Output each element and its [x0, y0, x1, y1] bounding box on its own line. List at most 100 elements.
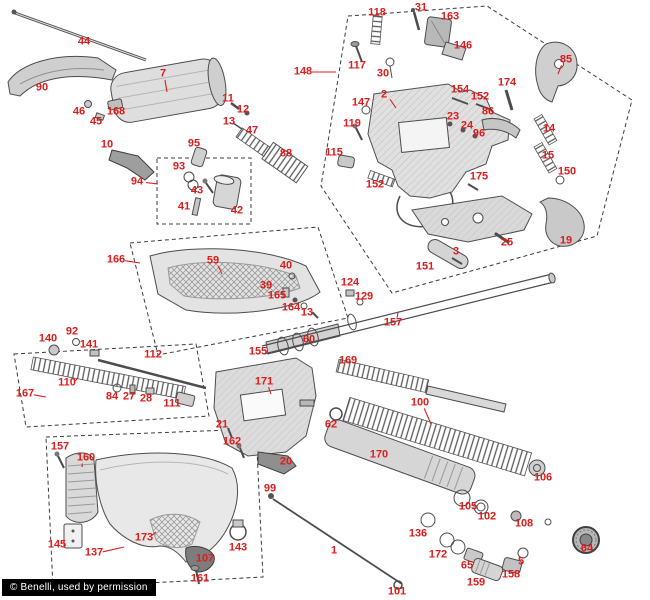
part-label: 157: [50, 440, 70, 453]
part-label: 5: [517, 555, 525, 568]
part-label: 106: [533, 471, 553, 484]
part-label: 170: [369, 448, 389, 461]
part-label: 172: [428, 548, 448, 561]
part-label: 157: [383, 316, 403, 329]
part-label: 168: [106, 105, 126, 118]
part-label: 46: [72, 105, 86, 118]
part-label: 119: [343, 117, 361, 130]
part-label: 145: [47, 538, 67, 551]
part-label: 137: [84, 546, 104, 559]
part-label: 165: [267, 289, 287, 302]
part-label: 20: [279, 455, 293, 468]
part-label: 19: [559, 234, 573, 247]
part-label: 141: [79, 338, 99, 351]
part-label: 174: [497, 76, 517, 89]
part-label: 39: [259, 279, 273, 292]
part-label: 150: [557, 165, 577, 178]
part-label: 7: [159, 67, 167, 80]
part-label: 65: [460, 559, 474, 572]
part-label: 166: [106, 253, 126, 266]
part-label: 21: [215, 418, 229, 431]
part-label: 115: [325, 146, 343, 159]
part-label: 129: [354, 290, 374, 303]
part-label: 136: [408, 527, 428, 540]
part-label: 40: [279, 259, 293, 272]
part-label: 12: [236, 103, 250, 116]
part-label: 93: [172, 160, 186, 173]
part-label: 41: [177, 200, 191, 213]
part-label: 163: [440, 10, 460, 23]
part-label: 96: [472, 127, 486, 140]
part-label: 175: [469, 170, 489, 183]
part-label: 64: [580, 542, 594, 555]
part-label: 171: [254, 375, 274, 388]
part-label: 108: [514, 517, 534, 530]
part-label: 25: [500, 236, 514, 249]
part-label: 15: [541, 149, 555, 162]
part-label: 45: [89, 115, 103, 128]
part-label: 151: [415, 260, 435, 273]
part-label: 86: [481, 105, 495, 118]
part-label: 155: [248, 345, 268, 358]
part-label: 161: [190, 572, 210, 585]
part-label: 124: [340, 276, 360, 289]
part-label: 85: [559, 53, 573, 66]
part-label: 148: [293, 65, 313, 78]
part-label: 27: [122, 390, 136, 403]
part-label: 24: [460, 119, 474, 132]
part-label: 111: [163, 397, 181, 410]
part-label: 84: [105, 390, 119, 403]
part-label: 112: [144, 348, 162, 361]
part-label: 30: [376, 67, 390, 80]
part-label: 159: [466, 576, 486, 589]
part-label: 92: [65, 325, 79, 338]
part-label: 95: [187, 137, 201, 150]
part-label: 1: [330, 544, 338, 557]
part-label: 160: [76, 451, 96, 464]
part-label: 102: [477, 510, 497, 523]
part-label: 152: [365, 178, 385, 191]
part-label: 90: [35, 81, 49, 94]
part-label: 28: [139, 392, 153, 405]
part-label: 110: [58, 376, 76, 389]
part-label: 167: [15, 387, 35, 400]
part-label: 42: [230, 204, 244, 217]
part-label: 60: [302, 333, 316, 346]
part-label: 59: [206, 254, 220, 267]
part-label: 164: [281, 301, 301, 314]
part-label: 173: [134, 531, 154, 544]
part-label: 23: [446, 110, 460, 123]
part-label: 13: [222, 115, 236, 128]
part-label: 88: [279, 147, 293, 160]
part-label: 101: [387, 585, 407, 598]
part-label: 147: [351, 96, 371, 109]
part-label: 152: [470, 90, 490, 103]
part-label: 31: [414, 1, 428, 14]
part-label: 94: [130, 175, 144, 188]
part-label: 47: [245, 124, 259, 137]
part-label: 3: [452, 245, 460, 258]
part-label: 11: [222, 92, 234, 105]
part-label: 169: [338, 354, 358, 367]
part-label: 13: [300, 306, 314, 319]
part-label: 99: [263, 482, 277, 495]
part-label: 105: [458, 500, 478, 513]
part-label: 162: [222, 435, 242, 448]
part-label: 43: [190, 184, 204, 197]
part-label: 10: [100, 138, 114, 151]
part-label: 44: [77, 35, 91, 48]
copyright-notice: © Benelli, used by permission: [2, 579, 156, 596]
part-label: 154: [450, 83, 470, 96]
part-label: 140: [38, 332, 58, 345]
part-label: 14: [542, 122, 556, 135]
part-label: 118: [368, 6, 386, 19]
part-label: 2: [380, 88, 388, 101]
part-label: 143: [228, 541, 248, 554]
part-label: 107: [195, 552, 215, 565]
part-label: 146: [453, 39, 473, 52]
part-label: 117: [348, 59, 366, 72]
part-label: 100: [410, 396, 430, 409]
part-label: 158: [501, 568, 521, 581]
